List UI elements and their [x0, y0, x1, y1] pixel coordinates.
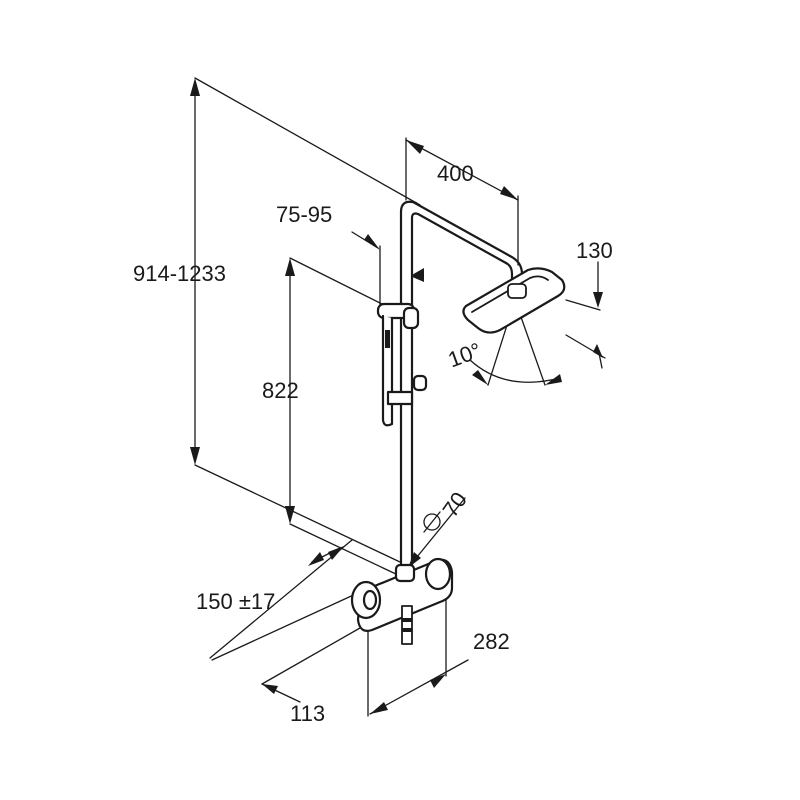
extension-line-head: [565, 299, 601, 311]
hand-shower-holder: [376, 302, 428, 427]
slider-knob: [402, 306, 420, 330]
mixer-knob-left-inner: [362, 589, 378, 611]
dim-head-height: 130: [565, 238, 613, 369]
dimension-line-width: [369, 659, 469, 715]
shower-head-joint: [507, 283, 527, 299]
dim-rail-diameter: 70: [407, 487, 472, 569]
arrow-right: [500, 186, 518, 200]
slider-bracket: [386, 390, 414, 406]
diameter-symbol-icon: [423, 513, 441, 531]
label-rail-diameter: 70: [437, 487, 472, 521]
label-mixer-width: 282: [473, 629, 510, 654]
extension-tick: [597, 347, 603, 369]
label-holder-height: 822: [262, 378, 299, 403]
arrow-angle-right: [545, 374, 562, 385]
arm-top: [411, 200, 512, 258]
dim-holder-offset: 75-95: [276, 202, 424, 307]
arrow-width-right: [430, 674, 446, 688]
arrow-wall-1: [328, 546, 344, 560]
arrow-right: [364, 234, 380, 250]
outlet-ring-1: [402, 618, 412, 622]
label-head-reach: 400: [437, 161, 474, 186]
label-wall-distance: 150 ±17: [196, 589, 275, 614]
arrow-up: [190, 78, 200, 96]
label-holder-offset: 75-95: [276, 202, 332, 227]
arrow-up: [285, 258, 295, 276]
diameter-symbol-slash: [423, 511, 441, 533]
label-head-height: 130: [576, 238, 613, 263]
dimension-line-reach: [405, 139, 519, 201]
arm-bottom: [416, 212, 508, 265]
label-total-height: 914-1233: [133, 261, 226, 286]
riser-inner: [410, 212, 420, 577]
slider-button: [412, 374, 428, 392]
dim-wall-distance: 150 ±17: [196, 539, 361, 661]
extension-line-top: [194, 77, 421, 206]
label-mixer-depth: 113: [290, 701, 325, 726]
extension-line-bottom: [194, 464, 401, 563]
dim-holder-height: 822: [262, 257, 399, 576]
extension-line-wall: [209, 539, 353, 659]
dim-head-reach: 400: [405, 137, 519, 266]
arrow-left: [406, 140, 424, 154]
mixer-riser-connector: [394, 563, 416, 583]
shower-head: [462, 267, 566, 334]
extension-line-mixer: [211, 591, 361, 661]
arrow-left: [410, 268, 424, 282]
dim-mixer-width: 282: [367, 589, 510, 717]
arrow-angle-left: [472, 370, 488, 385]
arrow-depth: [262, 684, 278, 694]
arrow-down: [190, 447, 200, 465]
elbow-inner: [504, 261, 514, 288]
dim-mixer-depth: 113: [261, 627, 361, 726]
arrow-down: [593, 292, 603, 308]
outlet-ring-2: [402, 628, 412, 632]
extension-line-holder: [289, 257, 391, 309]
mixer-knob-right: [424, 557, 452, 591]
shower-head-edge: [471, 275, 549, 313]
angle-arc: [469, 359, 561, 383]
dim-total-height: 914-1233: [133, 77, 421, 563]
shower-head-plate: [462, 267, 566, 334]
hand-shower-grip: [385, 330, 390, 348]
thermostatic-mixer: [350, 557, 454, 645]
arrow-down: [285, 506, 295, 524]
mixer-spout-outlet: [401, 605, 413, 645]
arrow-width-left: [370, 702, 388, 714]
extension-line-depth: [261, 627, 361, 685]
shower-rail: [399, 200, 524, 577]
extension-line-holder-bottom: [289, 523, 399, 576]
arrow-wall-2: [308, 552, 324, 566]
